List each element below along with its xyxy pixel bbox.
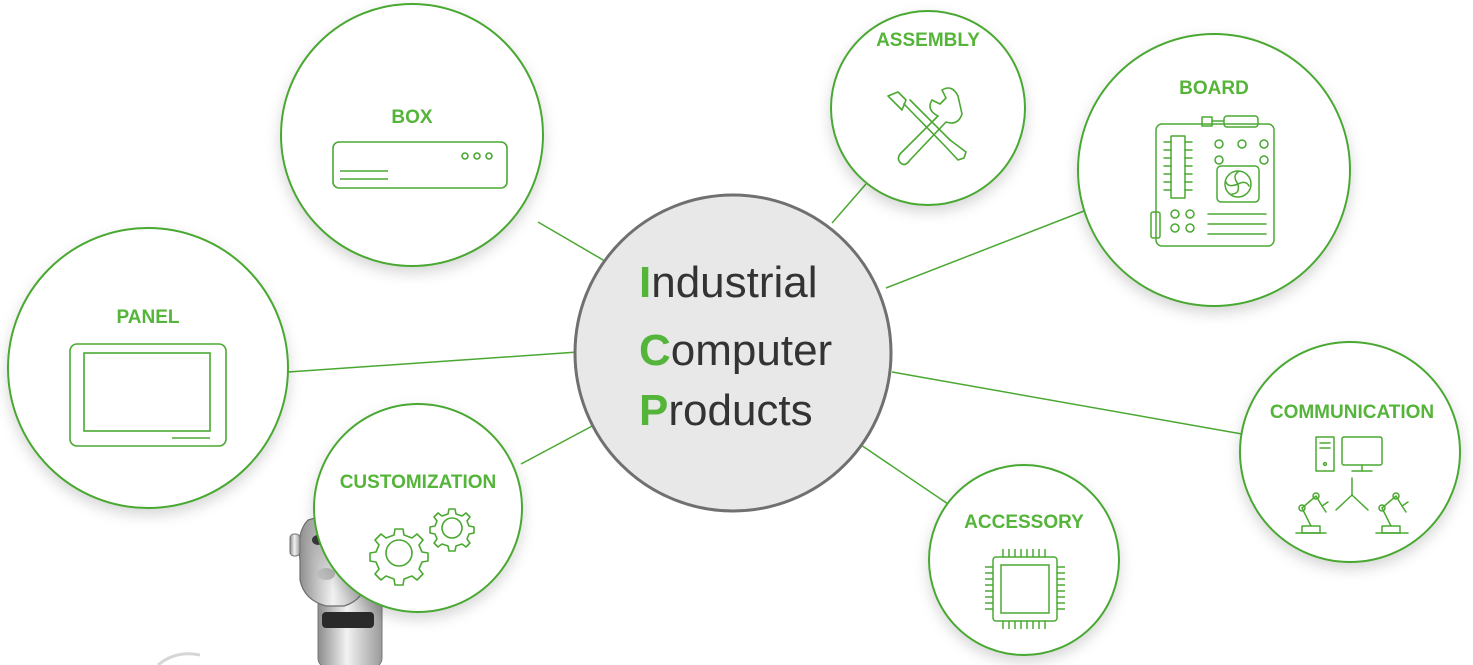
center-line-2: Computer <box>639 326 832 375</box>
center-hub: Industrial Computer Products <box>573 193 893 513</box>
center-line-2-rest: omputer <box>671 326 832 375</box>
tools-icon <box>887 87 967 166</box>
connector-accessory <box>857 442 955 509</box>
node-accessory-label: ACCESSORY <box>964 512 1084 533</box>
center-line-1: Industrial <box>639 258 818 307</box>
node-communication-label: COMMUNICATION <box>1270 402 1434 423</box>
connector-customization <box>520 423 597 465</box>
node-customization-label: CUSTOMIZATION <box>340 472 497 493</box>
panel-display-icon <box>69 343 227 447</box>
node-customization[interactable]: CUSTOMIZATION <box>313 403 523 613</box>
node-accessory[interactable]: ACCESSORY <box>928 464 1120 656</box>
node-panel[interactable]: PANEL <box>7 227 289 509</box>
connector-assembly <box>831 183 867 224</box>
center-line-3: Products <box>639 386 813 435</box>
node-board-label: BOARD <box>1179 78 1249 99</box>
center-line-2-initial: C <box>639 326 671 375</box>
center-line-1-initial: I <box>639 258 651 307</box>
node-assembly-label: ASSEMBLY <box>876 30 980 51</box>
connector-board <box>885 210 1085 289</box>
node-box-label: BOX <box>391 107 433 128</box>
gears-icon <box>369 508 475 586</box>
center-line-1-rest: ndustrial <box>651 258 817 307</box>
node-assembly[interactable]: ASSEMBLY <box>830 10 1026 206</box>
connector-communication <box>891 371 1243 435</box>
node-communication[interactable]: COMMUNICATION <box>1239 341 1461 563</box>
network-robots-icon <box>1295 436 1409 534</box>
center-line-3-rest: roducts <box>668 386 812 435</box>
node-board[interactable]: BOARD <box>1077 33 1351 307</box>
chip-icon <box>985 549 1065 629</box>
connector-panel <box>287 351 579 373</box>
node-box[interactable]: BOX <box>280 3 544 267</box>
connectors <box>287 183 1243 509</box>
connector-box <box>537 221 611 265</box>
center-line-3-initial: P <box>639 386 668 435</box>
node-panel-label: PANEL <box>117 307 180 328</box>
server-box-icon <box>332 141 508 189</box>
motherboard-icon <box>1150 115 1275 247</box>
